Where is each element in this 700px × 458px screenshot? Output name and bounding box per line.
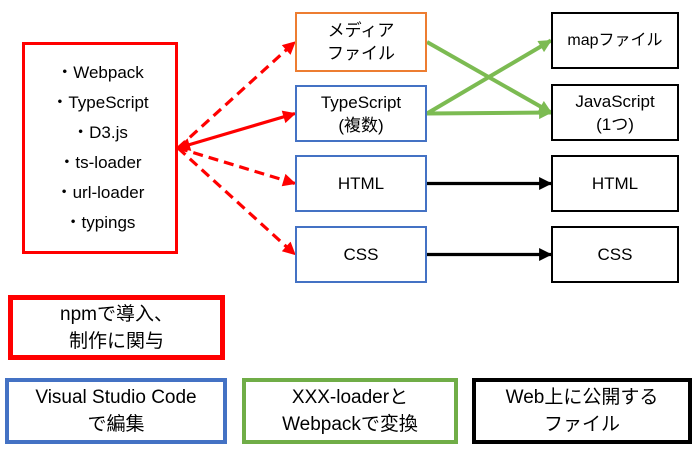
javascript-box: JavaScript (1つ) bbox=[551, 84, 679, 141]
arrow-typescript-box-to-map-file-box bbox=[425, 38, 553, 116]
arrow-typescript-box-to-javascript-box bbox=[426, 106, 553, 120]
legend-loader-box: XXX-loaderと Webpackで変換 bbox=[242, 378, 458, 444]
javascript-label-2: (1つ) bbox=[596, 114, 634, 134]
html-source-box: HTML bbox=[295, 155, 427, 212]
css-output-label: CSS bbox=[597, 245, 633, 264]
source-item-typings: ・typings bbox=[64, 213, 136, 232]
legend-vscode-box: Visual Studio Code で編集 bbox=[5, 378, 227, 444]
map-file-label: mapファイル bbox=[567, 32, 663, 49]
media-file-label-2: ファイル bbox=[327, 44, 395, 63]
arrow-source-box-to-css-source-box bbox=[176, 146, 297, 256]
media-file-box: メディア ファイル bbox=[295, 12, 427, 72]
css-source-label: CSS bbox=[343, 245, 379, 264]
css-source-box: CSS bbox=[295, 226, 427, 283]
legend-web-box: Web上に公開する ファイル bbox=[472, 378, 692, 444]
arrow-source-box-to-media-file-box bbox=[176, 40, 297, 150]
html-output-box: HTML bbox=[551, 155, 679, 212]
legend-loader-label-2: Webpackで変換 bbox=[282, 414, 418, 435]
arrow-source-box-to-typescript-box bbox=[176, 110, 297, 151]
legend-vscode-label-1: Visual Studio Code bbox=[35, 387, 197, 408]
source-item-d3js: ・D3.js bbox=[72, 123, 128, 142]
map-file-box: mapファイル bbox=[551, 12, 679, 69]
source-item-webpack: ・Webpack bbox=[56, 63, 144, 82]
typescript-label-2: (複数) bbox=[338, 115, 384, 135]
css-output-box: CSS bbox=[551, 226, 679, 283]
legend-vscode-label-2: で編集 bbox=[87, 414, 145, 435]
typescript-label-1: TypeScript bbox=[320, 92, 402, 112]
html-source-label: HTML bbox=[337, 174, 385, 193]
legend-web-label-2: ファイル bbox=[543, 414, 620, 435]
html-output-label: HTML bbox=[591, 174, 639, 193]
legend-npm-box: npmで導入、 制作に関与 bbox=[8, 295, 225, 360]
source-item-ts-loader: ・ts-loader bbox=[58, 153, 142, 172]
legend-web-label-1: Web上に公開する bbox=[505, 387, 659, 408]
arrow-media-file-box-to-javascript-box bbox=[426, 40, 552, 115]
typescript-box: TypeScript (複数) bbox=[295, 85, 427, 142]
javascript-label-1: JavaScript bbox=[575, 91, 655, 111]
legend-npm-label-1: npmで導入、 bbox=[60, 303, 173, 325]
legend-npm-label-2: 制作に関与 bbox=[68, 330, 164, 352]
source-item-typescript: ・TypeScript bbox=[51, 93, 149, 112]
source-item-url-loader: ・url-loader bbox=[55, 183, 145, 202]
arrow-source-box-to-html-source-box bbox=[177, 146, 297, 187]
legend-loader-label-1: XXX-loaderと bbox=[291, 387, 409, 408]
media-file-label-1: メディア bbox=[327, 21, 395, 40]
source-box: ・Webpack ・TypeScript ・D3.js ・ts-loader ・… bbox=[22, 42, 178, 254]
